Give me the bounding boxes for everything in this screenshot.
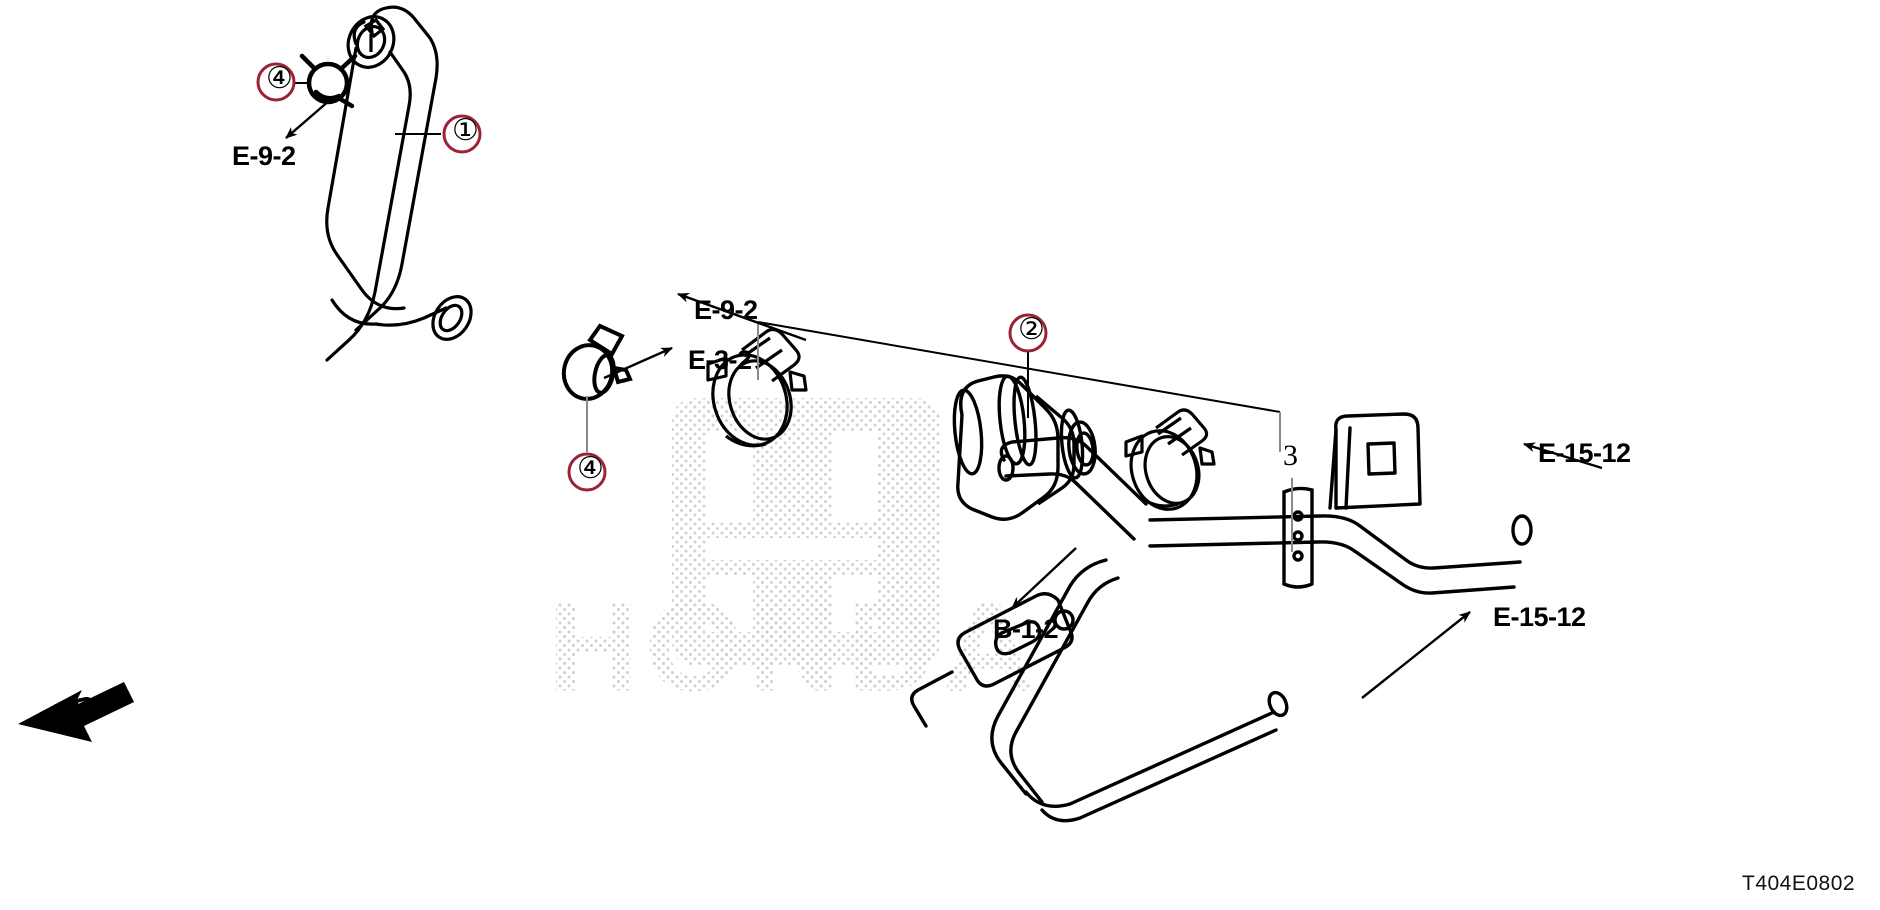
ref-label-e-9-2-upper[interactable]: E-9-2 <box>232 141 296 171</box>
ref-label-e-3-2[interactable]: E-3-2 <box>688 345 752 375</box>
ref-arrow-e-3-2 <box>603 346 673 380</box>
part-3-water-pipe-assembly <box>910 412 1533 823</box>
ref-arrow-e-9-2-upper <box>285 99 331 139</box>
callout-number-2[interactable]: ② <box>1018 313 1045 346</box>
callout-ring-2[interactable] <box>1008 313 1048 353</box>
ref-arrow-e-15-12-lower <box>1361 611 1471 699</box>
svg-text:HONDA: HONDA <box>548 576 1040 717</box>
ref-label-e-15-12-upper[interactable]: E-15-12 <box>1538 438 1631 468</box>
worm-clamp-right <box>1124 408 1216 511</box>
ref-label-b-1-2[interactable]: B-1-2 <box>993 614 1059 644</box>
part-2-pcv-valve-body <box>952 374 1097 521</box>
worm-clamp-left <box>706 327 808 448</box>
part-4a-spring-clamp <box>299 53 358 109</box>
honda-wordmark-watermark: HONDA <box>548 576 1040 718</box>
callout-number-4a[interactable]: ④ <box>266 62 293 95</box>
callout-ring-1[interactable] <box>442 114 482 154</box>
ref-arrow-e-15-12-upper <box>1523 442 1603 470</box>
part-4b-spring-clamp <box>561 323 633 401</box>
fr-direction-arrow <box>18 682 134 742</box>
ref-arrow-e-9-2-mid <box>677 292 807 342</box>
ref-label-e-15-12-lower[interactable]: E-15-12 <box>1493 602 1586 632</box>
hose-clamp-top-end <box>346 15 396 69</box>
honda-emblem-watermark <box>672 398 940 666</box>
callout-number-1[interactable]: ① <box>452 114 479 147</box>
callout-ring-4b[interactable] <box>567 452 607 492</box>
callout-number-3[interactable]: 3 <box>1283 439 1298 472</box>
diagram-code: T404E0802 <box>1742 872 1856 895</box>
ref-arrow-b-1-2 <box>1011 547 1077 609</box>
part-1-breather-hose <box>325 5 473 362</box>
callout-2-bracket <box>757 321 1281 418</box>
callout-2-bracket-stems <box>757 322 1281 452</box>
callout-ring-4a[interactable] <box>256 62 296 102</box>
ref-label-e-9-2-mid[interactable]: E-9-2 <box>694 295 758 325</box>
callout-number-4b[interactable]: ④ <box>577 452 604 485</box>
